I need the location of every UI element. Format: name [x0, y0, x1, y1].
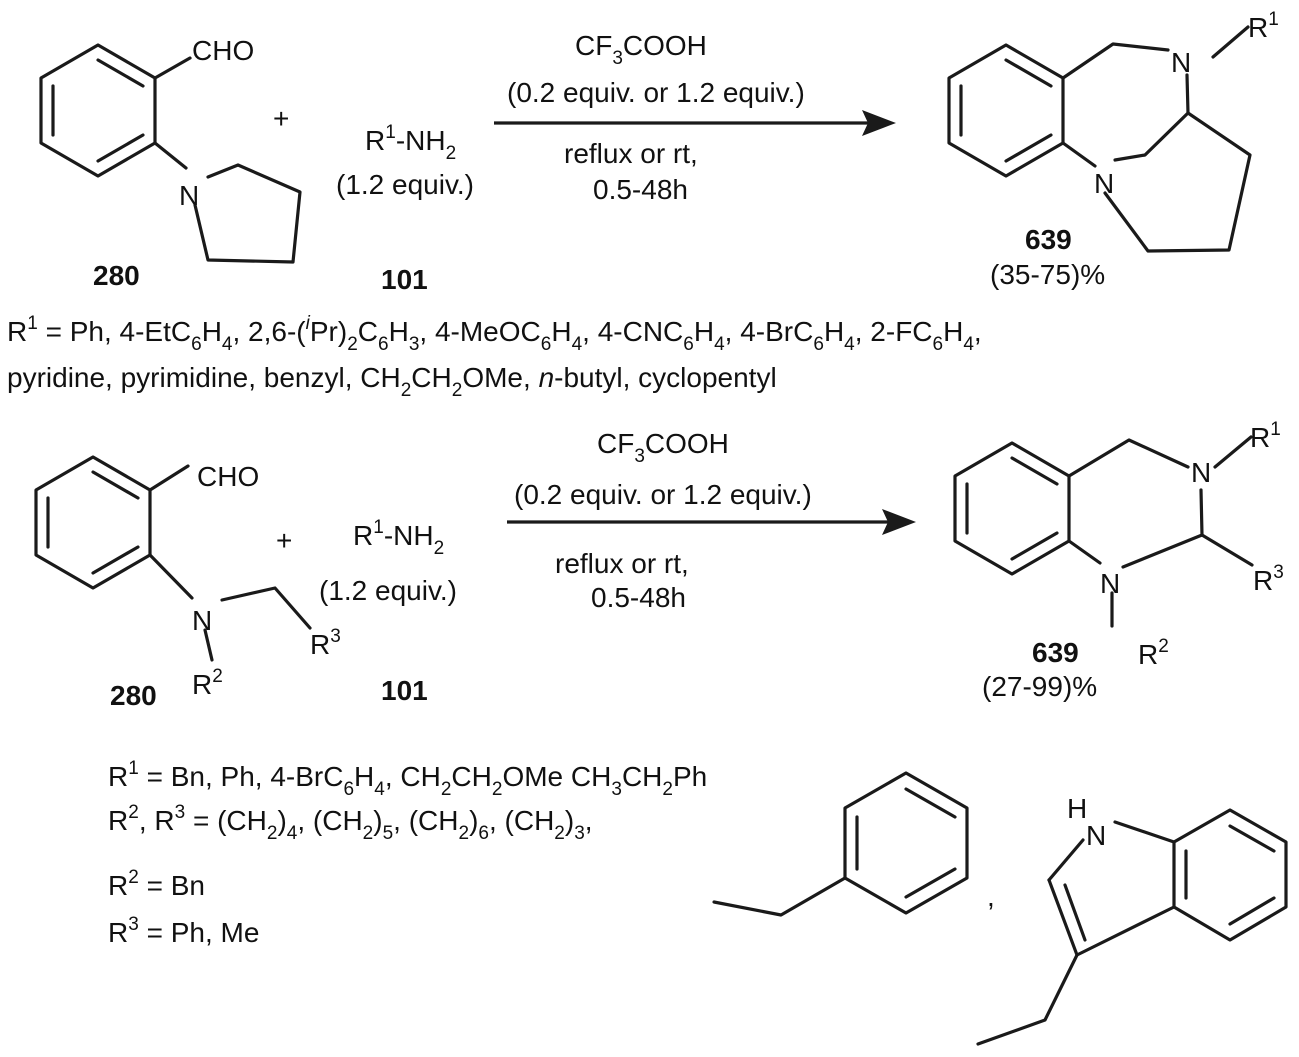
- plus-sign: +: [273, 103, 289, 134]
- amine-formula-2: R1-NH2: [353, 517, 444, 559]
- product-yield: (35-75)%: [990, 259, 1105, 290]
- product-r1-substituent-2: R1: [1250, 419, 1281, 453]
- nitrogen-label: N: [179, 180, 199, 211]
- nitrogen-label-2: N: [192, 605, 212, 636]
- r1-substituent-list-2: R1 = Bn, Ph, 4-BrC6H4, CH2CH2OMe CH3CH2P…: [108, 758, 707, 800]
- amine-formula: R1-NH2: [365, 122, 456, 164]
- temperature-condition-2: reflux or rt,: [555, 548, 689, 579]
- indole-fragment-structure: [976, 808, 1288, 1046]
- product-yield-2: (27-99)%: [982, 671, 1097, 702]
- time-condition-2: 0.5-48h: [591, 582, 686, 613]
- indole-hydrogen-label: H: [1067, 793, 1087, 824]
- acid-reagent: CF3COOH: [575, 30, 707, 69]
- reagent-equivalents: (0.2 equiv. or 1.2 equiv.): [507, 77, 805, 108]
- product-639-structure-2: [953, 435, 1254, 628]
- product-r3-substituent: R3: [1253, 562, 1284, 596]
- cho-group-label: CHO: [192, 35, 254, 66]
- compound-label-639: 639: [1025, 224, 1072, 255]
- reaction-1: CHO N 280 + R1-NH2 (1.2 equiv.) 101 CF3C…: [7, 9, 1279, 401]
- ethylbenzene-fragment-structure: [712, 771, 969, 917]
- temperature-condition: reflux or rt,: [564, 138, 698, 169]
- fragment-separator-comma: ,: [987, 881, 995, 912]
- reagent-equivalents-2: (0.2 equiv. or 1.2 equiv.): [514, 479, 812, 510]
- cho-group-label-2: CHO: [197, 461, 259, 492]
- compound-label-639-2: 639: [1032, 637, 1079, 668]
- reaction-2: CHO N R2 R3 280 + R1-NH2 (1.2 equiv.) 10…: [34, 419, 1288, 1046]
- compound-label-101-2: 101: [381, 675, 428, 706]
- product-r1-substituent: R1: [1248, 9, 1279, 43]
- starting-material-280-structure-2: [34, 455, 312, 662]
- starting-material-280-structure: [39, 43, 302, 264]
- indole-nitrogen-label: N: [1086, 820, 1106, 851]
- compound-label-280-2: 280: [110, 680, 157, 711]
- product-nitrogen-top: N: [1171, 47, 1191, 78]
- arrow-head: [862, 110, 896, 136]
- compound-label-101: 101: [381, 264, 428, 295]
- amine-equivalents: (1.2 equiv.): [336, 169, 474, 200]
- r1-substituent-list-line-2: pyridine, pyrimidine, benzyl, CH2CH2OMe,…: [7, 362, 777, 401]
- plus-sign-2: +: [276, 525, 292, 556]
- acid-reagent-2: CF3COOH: [597, 428, 729, 467]
- r2-substituent-list: R2 = Bn: [108, 867, 205, 901]
- product-r2-substituent: R2: [1138, 636, 1169, 670]
- product-nitrogen-bottom: N: [1094, 168, 1114, 199]
- r1-substituent-list-line-1: R1 = Ph, 4-EtC6H4, 2,6-(iPr)2C6H3, 4-MeO…: [7, 313, 982, 355]
- product-639-structure: [947, 25, 1252, 253]
- product-nitrogen-bottom-2: N: [1100, 568, 1120, 599]
- r3-substituent-label: R3: [310, 626, 341, 660]
- amine-equivalents-2: (1.2 equiv.): [319, 575, 457, 606]
- r3-substituent-list: R3 = Ph, Me: [108, 914, 259, 948]
- compound-label-280: 280: [93, 260, 140, 291]
- r2-r3-ring-list: R2, R3 = (CH2)4, (CH2)5, (CH2)6, (CH2)3,: [108, 802, 593, 844]
- r2-substituent-label: R2: [192, 666, 223, 700]
- product-nitrogen-top-2: N: [1191, 457, 1211, 488]
- arrow-head-2: [882, 509, 916, 535]
- time-condition: 0.5-48h: [593, 174, 688, 205]
